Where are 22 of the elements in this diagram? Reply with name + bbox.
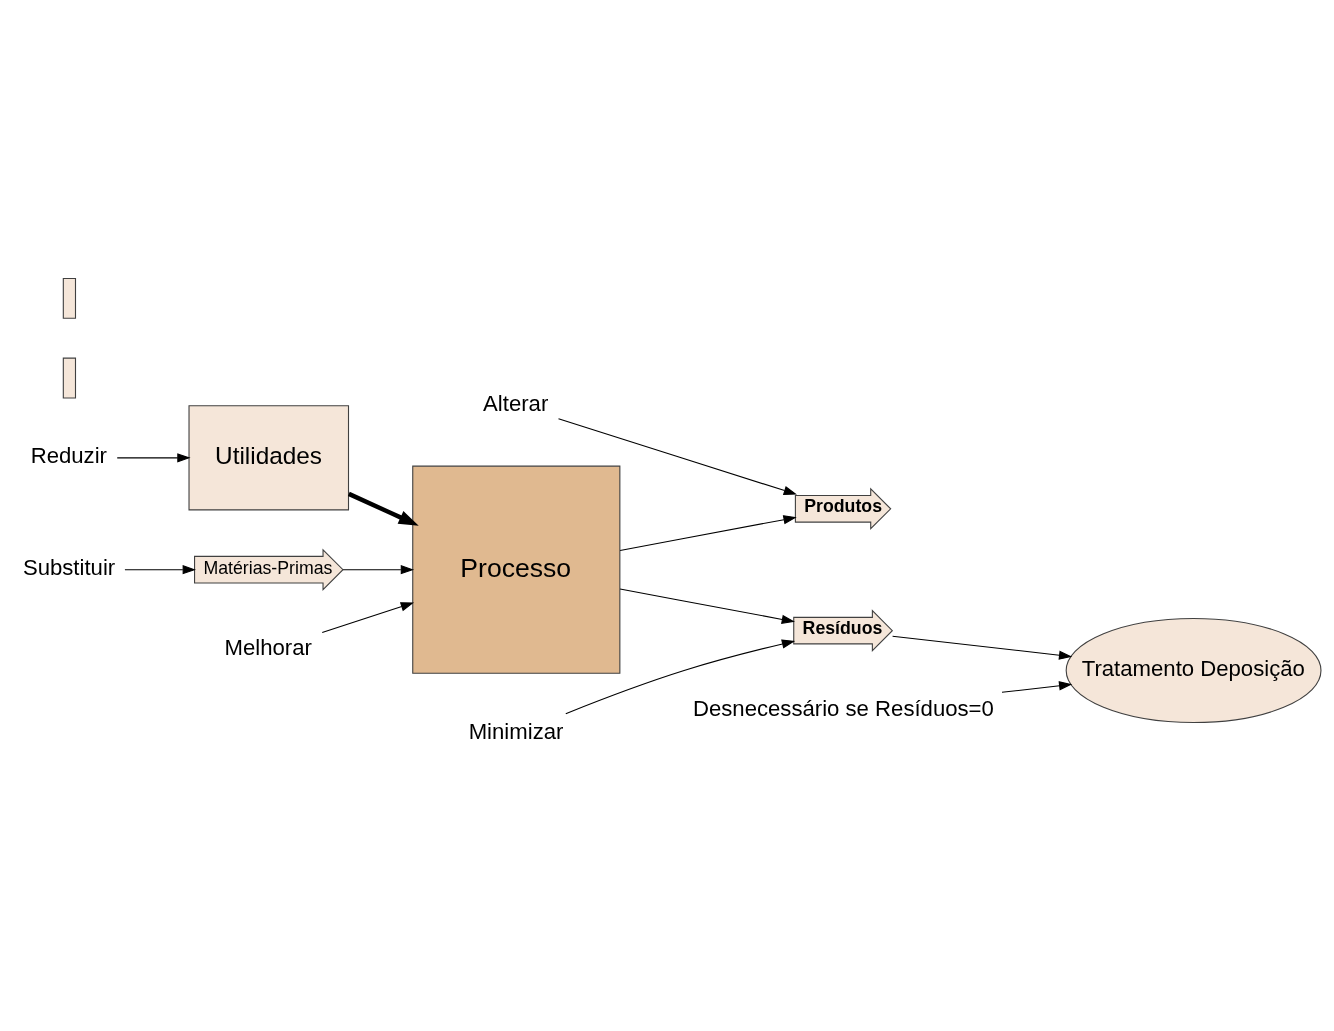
arrow xyxy=(619,587,795,624)
arrow xyxy=(564,638,795,714)
arrow xyxy=(123,564,196,574)
arrow xyxy=(342,564,414,574)
node-text: Reduzir xyxy=(30,442,107,468)
arrow xyxy=(891,635,1072,660)
node-box: Utilidades xyxy=(187,404,349,510)
node-text: Desnecessário se Resíduos=0 xyxy=(692,695,994,721)
node-box xyxy=(62,277,76,319)
node-text: Melhorar xyxy=(223,634,312,660)
arrow xyxy=(557,417,797,495)
node-text: Minimizar xyxy=(468,718,563,744)
arrow xyxy=(1000,680,1072,693)
node-text: Substituir xyxy=(22,554,115,580)
arrow xyxy=(347,491,419,526)
arrow xyxy=(116,452,191,462)
node-box: Processo xyxy=(411,465,620,674)
node-box xyxy=(62,357,76,399)
node-text: Alterar xyxy=(482,390,548,416)
arrow xyxy=(321,601,414,633)
node-ellipse: Tratamento Deposição xyxy=(1065,617,1322,723)
arrow xyxy=(619,514,797,551)
